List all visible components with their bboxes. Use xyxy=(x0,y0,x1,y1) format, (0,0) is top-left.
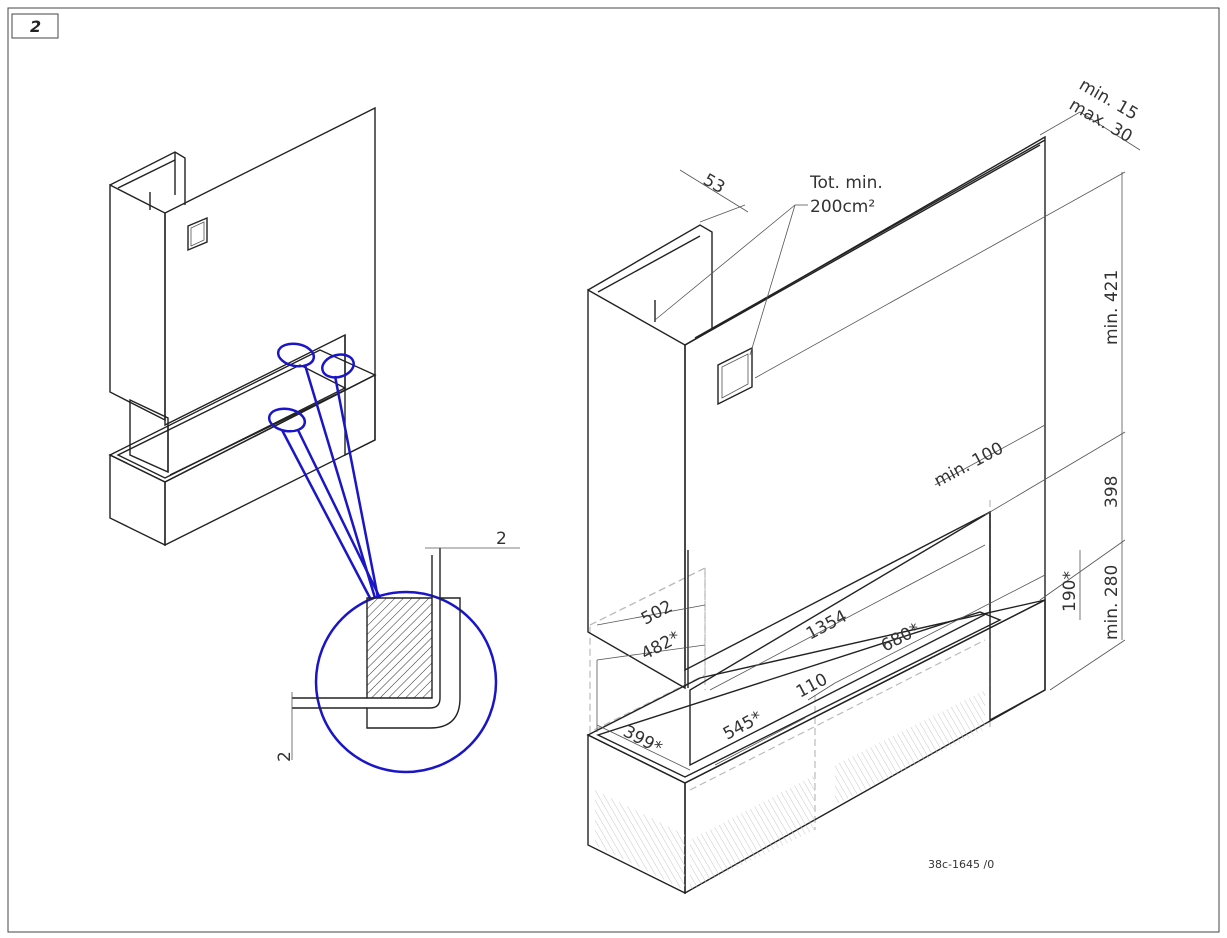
dim-min-280: min. 280 xyxy=(1102,565,1122,640)
dim-399: 399* xyxy=(620,722,666,759)
dim-190: 190* xyxy=(1060,571,1080,612)
page-number: 2 xyxy=(30,17,41,36)
dim-1354: 1354 xyxy=(803,606,851,644)
dim-398: 398 xyxy=(1102,476,1122,508)
vent-callout-line2: 200cm² xyxy=(810,197,875,217)
right-dimensioned-view: min. 15 max. 30 53 Tot. min. 200cm² min.… xyxy=(586,75,1141,895)
detail-gap-top-label: 2 xyxy=(496,529,507,549)
drawing-code: 38c-1645 /0 xyxy=(928,858,994,871)
page-frame xyxy=(7,7,1220,933)
dim-53: 53 xyxy=(700,170,729,198)
dim-502: 502 xyxy=(638,597,676,630)
detail-gap-left-label: 2 xyxy=(275,751,295,762)
gap-detail: 2 2 xyxy=(275,529,520,774)
vent-callout-line1: Tot. min. xyxy=(809,173,883,193)
dim-680: 680* xyxy=(878,620,924,657)
dim-min-100: min. 100 xyxy=(931,438,1007,491)
left-overview-view xyxy=(108,106,382,599)
page-number-box xyxy=(11,13,59,39)
dim-482: 482* xyxy=(638,628,684,665)
dim-min-421: min. 421 xyxy=(1102,270,1122,345)
